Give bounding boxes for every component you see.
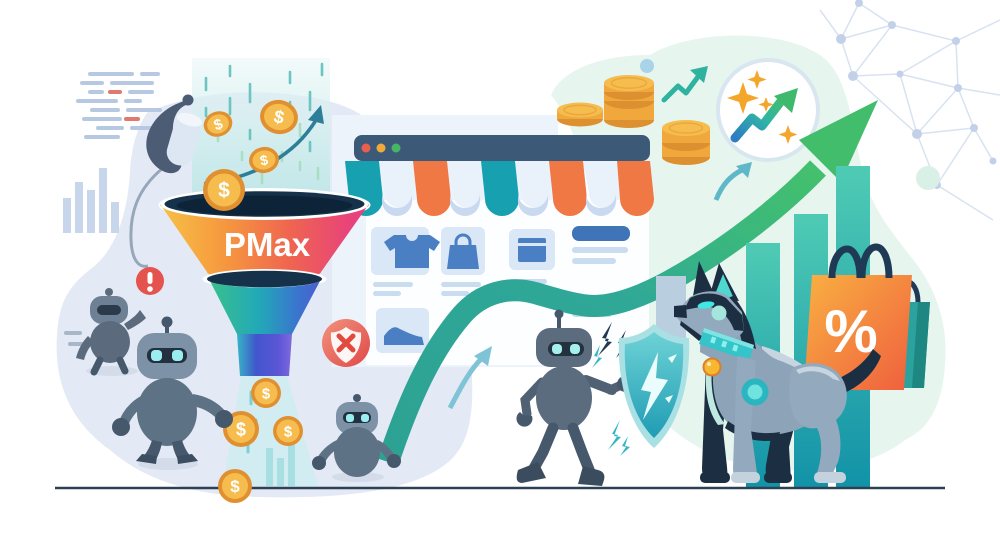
svg-text:$: $ [218, 179, 230, 202]
svg-text:$: $ [259, 151, 270, 168]
svg-text:$: $ [262, 386, 271, 403]
svg-text:$: $ [236, 420, 246, 440]
svg-text:$: $ [284, 424, 293, 441]
svg-text:%: % [824, 298, 877, 365]
svg-text:$: $ [230, 477, 240, 496]
svg-text:PMax: PMax [224, 226, 311, 263]
svg-text:$: $ [272, 106, 286, 128]
